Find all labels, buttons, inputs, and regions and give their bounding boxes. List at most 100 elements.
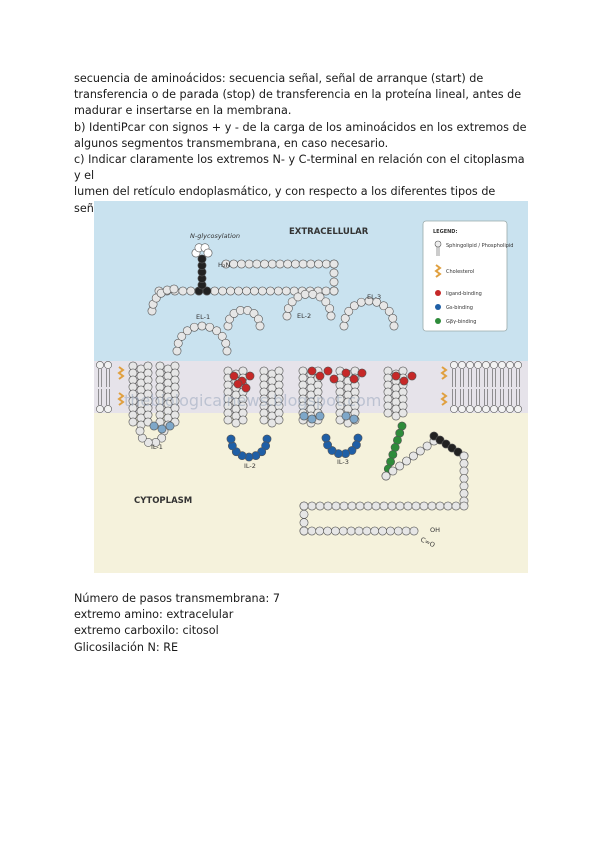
residue-bead — [250, 287, 258, 295]
residue-bead — [242, 287, 250, 295]
lipid-head — [498, 405, 505, 412]
residue-bead — [308, 527, 316, 535]
loop-label-el3: EL-3 — [367, 293, 381, 301]
residue-bead — [268, 260, 276, 268]
residue-bead — [322, 260, 330, 268]
tm-helix-3 — [224, 416, 232, 424]
residue-bead — [222, 339, 230, 347]
question-line: lumen del retículo endoplasmático, y con… — [74, 184, 534, 200]
loop-label-il3: IL-3 — [337, 458, 349, 466]
gs-binding-swatch — [435, 304, 441, 310]
lipid-head — [506, 361, 513, 368]
ligand-binding-bead — [408, 372, 416, 380]
question-line: c) Indicar claramente los extremos N- y … — [74, 152, 534, 184]
residue-bead — [258, 287, 266, 295]
residue-bead — [301, 290, 309, 298]
legend-title: LEGEND: — [433, 229, 457, 235]
residue-bead — [300, 519, 308, 527]
question-line: madurar e insertarse en la membrana. — [74, 103, 534, 119]
residue-bead — [356, 502, 364, 510]
ligand-binding-bead — [246, 372, 254, 380]
legend-item-cholesterol: Cholesterol — [446, 269, 474, 275]
lipid-head — [474, 361, 481, 368]
residue-bead — [420, 502, 428, 510]
residue-bead — [170, 285, 178, 293]
ligand-binding-bead — [308, 367, 316, 375]
residue-bead — [460, 459, 468, 467]
residue-bead — [234, 287, 242, 295]
gbg-binding-swatch — [435, 318, 441, 324]
loop-label-el1: EL-1 — [196, 313, 210, 321]
residue-bead — [409, 452, 417, 460]
residue-bead — [340, 322, 348, 330]
residue-bead — [266, 287, 274, 295]
lipid-head — [498, 361, 505, 368]
lipid-head — [458, 405, 465, 412]
lipid-head — [482, 405, 489, 412]
legend-item-gbg: Gβγ-binding — [446, 319, 476, 325]
helix-blue-bead — [150, 422, 158, 430]
residue-bead — [372, 502, 380, 510]
answer-carboxyl-end: extremo carboxilo: citosol — [74, 623, 534, 639]
residue-bead — [330, 260, 338, 268]
tm-helix-4 — [260, 416, 268, 424]
residue-bead — [282, 287, 290, 295]
lipid-head — [514, 361, 521, 368]
residue-bead — [331, 527, 339, 535]
glycan-bead — [198, 255, 206, 263]
residue-bead — [283, 312, 291, 320]
residue-bead — [355, 527, 363, 535]
cytoplasm-label: CYTOPLASM — [134, 496, 192, 506]
glycosylation-label: N-glycosylation — [190, 232, 240, 240]
residue-bead — [179, 287, 187, 295]
residue-bead — [326, 304, 334, 312]
residue-bead — [386, 527, 394, 535]
lipid-head — [96, 361, 103, 368]
legend-item-ligand: ligand-binding — [446, 291, 482, 297]
residue-bead — [190, 323, 198, 331]
residue-bead — [308, 502, 316, 510]
lipid-head — [104, 405, 111, 412]
lipid-head — [466, 405, 473, 412]
residue-bead — [314, 260, 322, 268]
residue-bead — [416, 447, 424, 455]
residue-bead — [394, 527, 402, 535]
residue-bead — [324, 502, 332, 510]
helix-blue-bead — [158, 425, 166, 433]
residue-bead — [198, 322, 206, 330]
legend-item-lipid: Sphingolipid / Phospholipid — [446, 243, 513, 249]
residue-bead — [382, 472, 390, 480]
residue-bead — [378, 527, 386, 535]
residue-bead — [299, 260, 307, 268]
loop-label-il2: IL-2 — [244, 462, 256, 470]
ligand-binding-bead — [358, 369, 366, 377]
lipid-head — [514, 405, 521, 412]
helix-blue-bead — [300, 412, 308, 420]
lipid-head — [506, 405, 513, 412]
lipid-head — [474, 405, 481, 412]
question-line: b) IdentiPcar con signos + y - de la car… — [74, 120, 534, 136]
residue-bead — [173, 347, 181, 355]
helix-blue-bead — [308, 415, 316, 423]
residue-bead — [460, 467, 468, 475]
loop-label-el2: EL-2 — [297, 312, 311, 320]
residue-bead — [423, 442, 431, 450]
ligand-binding-bead — [330, 375, 338, 383]
residue-bead — [256, 322, 264, 330]
residue-bead — [274, 287, 282, 295]
lipid-head — [490, 361, 497, 368]
residue-bead — [187, 287, 195, 295]
residue-bead — [223, 347, 231, 355]
residue-bead — [230, 260, 238, 268]
residue-bead — [460, 474, 468, 482]
residue-bead — [444, 502, 452, 510]
residue-bead — [300, 510, 308, 518]
residue-bead — [136, 427, 144, 435]
lipid-head — [450, 405, 457, 412]
answer-glycosylation: Glicosilación N: RE — [74, 640, 534, 656]
residue-bead — [332, 502, 340, 510]
gs-binding-bead — [322, 434, 330, 442]
lipid-head — [104, 361, 111, 368]
residue-bead — [389, 314, 397, 322]
residue-bead — [389, 467, 397, 475]
